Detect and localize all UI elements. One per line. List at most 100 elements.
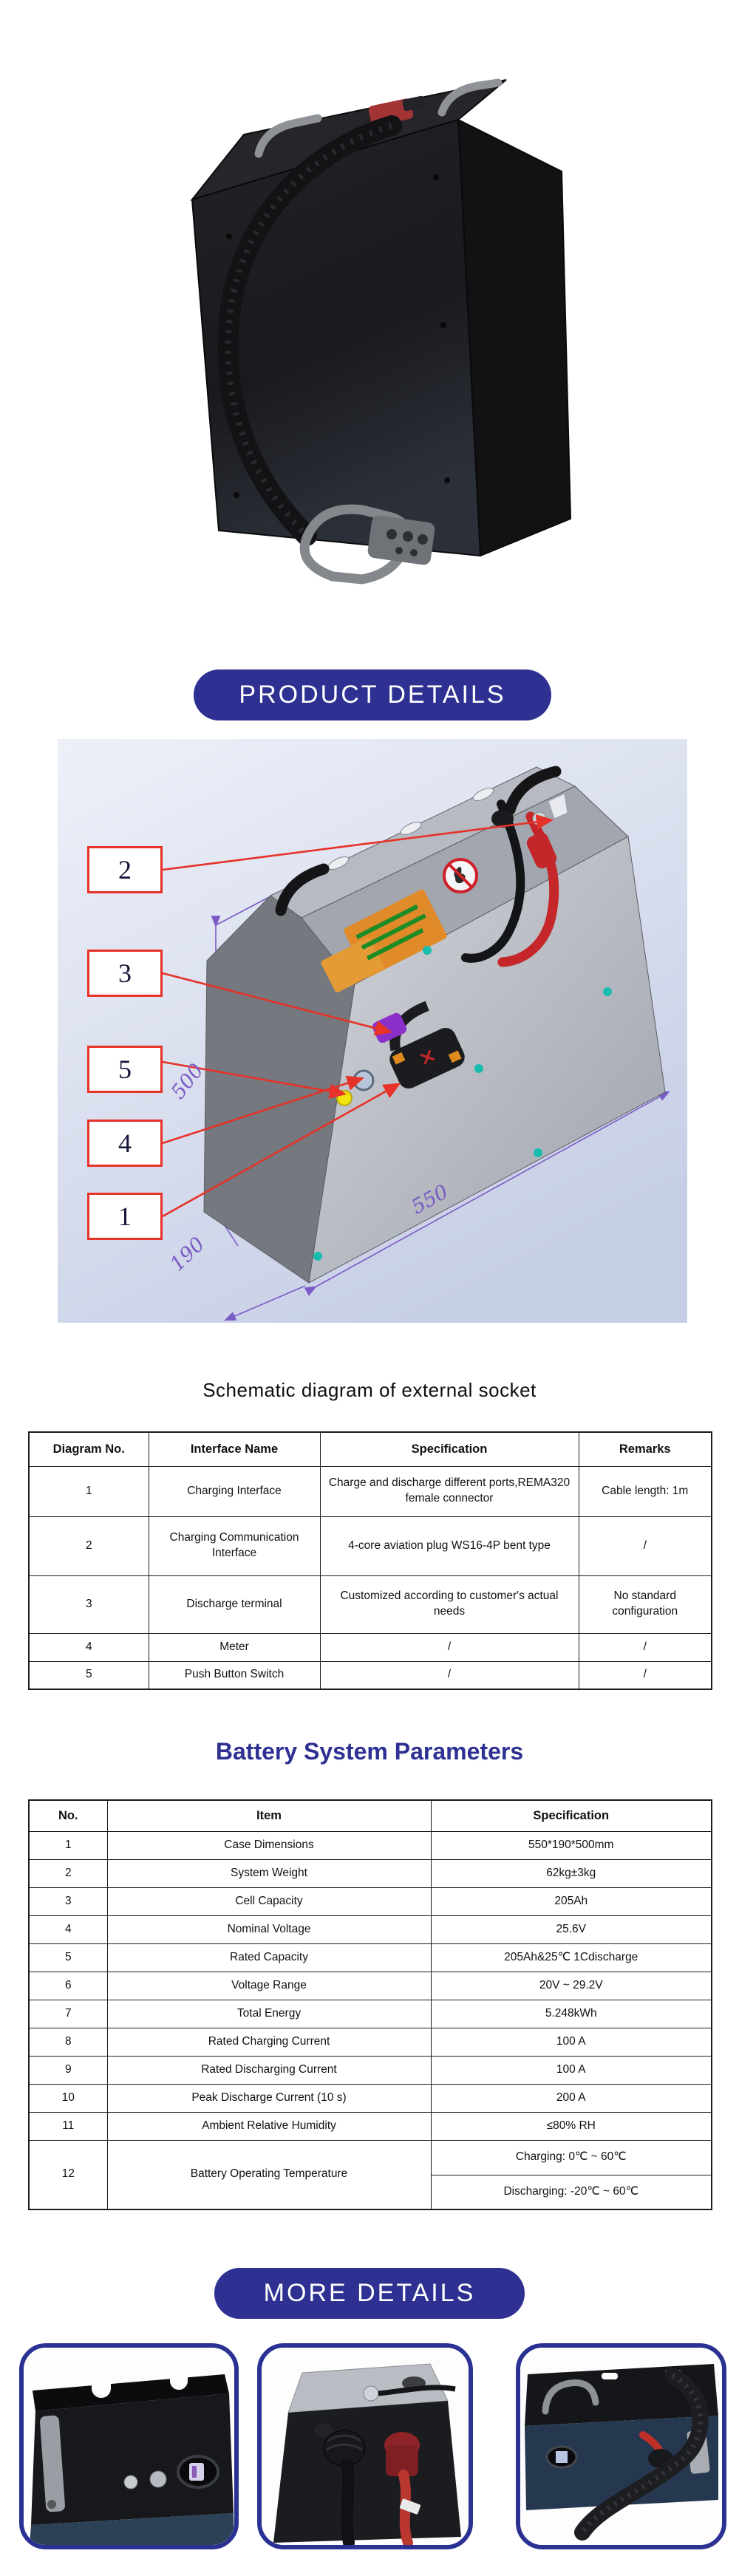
table-row-merged: Discharging: -20℃ ~ 60℃ — [29, 2174, 712, 2210]
socket-table-header-row: Diagram No. Interface Name Specification… — [28, 1431, 712, 1467]
callout-leader-lines — [162, 814, 554, 1218]
product-details-banner-label: PRODUCT DETAILS — [239, 681, 506, 709]
cell: 100 A — [430, 2055, 712, 2085]
table-row: 9 Rated Discharging Current 100 A — [28, 2055, 712, 2085]
table-row: 4 Nominal Voltage 25.6V — [28, 1915, 712, 1944]
callout-label: 5 — [118, 1054, 132, 1084]
table-row: 5 Push Button Switch / / — [28, 1660, 712, 1690]
warning-label — [321, 889, 447, 992]
cell: Charging Communication Interface — [148, 1516, 321, 1576]
cell: Rated Charging Current — [106, 2027, 432, 2057]
cell: / — [578, 1516, 712, 1576]
cell: Case Dimensions — [106, 1830, 432, 1860]
grey-handle — [542, 2379, 599, 2415]
cell: / — [578, 1660, 712, 1690]
cable-label — [399, 2498, 421, 2515]
cell: 20V ~ 29.2V — [430, 1971, 712, 2000]
callout-box-4: 4 — [87, 1120, 163, 1167]
cell: 5 — [28, 1943, 108, 1972]
table-row: 3 Discharge terminal Customized accordin… — [28, 1575, 712, 1634]
cell: Cable length: 1m — [578, 1465, 712, 1517]
cell: 3 — [28, 1887, 108, 1916]
cell: 8 — [28, 2027, 108, 2057]
cell: 205Ah — [430, 1887, 712, 1916]
cell: Discharge terminal — [148, 1575, 321, 1634]
params-section-title: Battery System Parameters — [215, 1738, 524, 1765]
cell: 4 — [28, 1632, 149, 1662]
cell: ≤80% RH — [430, 2111, 712, 2141]
cell: 1 — [28, 1465, 149, 1517]
handle-screw — [47, 2500, 56, 2509]
cell: 4-core aviation plug WS16-4P bent type — [319, 1516, 579, 1576]
cell: 2 — [28, 1516, 149, 1576]
red-terminal-cap — [526, 832, 557, 869]
cell: Charging: 0℃ ~ 60℃ — [430, 2139, 712, 2175]
cell: Charge and discharge different ports,REM… — [319, 1465, 579, 1517]
teal-marker-dots — [313, 946, 612, 1261]
cell: 1 — [28, 1830, 108, 1860]
cell: Rated Discharging Current — [106, 2055, 432, 2085]
table-row: 7 Total Energy 5.248kWh — [28, 1999, 712, 2028]
cable-sleeve-texture — [580, 2373, 704, 2535]
cell: 200 A — [430, 2083, 712, 2113]
panel-bottom-strip — [30, 2513, 234, 2545]
table-row: 1 Case Dimensions 550*190*500mm — [28, 1830, 712, 1860]
more-details-banner-label: MORE DETAILS — [263, 2279, 476, 2307]
callout-box-3: 3 — [87, 950, 163, 997]
product-details-banner: PRODUCT DETAILS — [194, 669, 551, 720]
header-cell: Specification — [319, 1431, 579, 1467]
callout-box-5: 5 — [87, 1046, 163, 1093]
plug-pull-tab — [548, 793, 568, 820]
handle-icons — [275, 766, 562, 916]
cell: Peak Discharge Current (10 s) — [106, 2083, 432, 2113]
cell: Discharging: -20℃ ~ 60℃ — [430, 2174, 712, 2210]
cell: 62kg±3kg — [430, 1858, 712, 1888]
socket-section-title: Schematic diagram of external socket — [202, 1379, 537, 1401]
lifting-handle-icons — [254, 78, 503, 158]
detail-photo-cable-loop — [520, 2348, 722, 2545]
table-row: 4 Meter / / — [28, 1632, 712, 1662]
params-table: No. Item Specification 1 Case Dimensions… — [28, 1799, 712, 2210]
cell: No standard configuration — [578, 1575, 712, 1634]
socket-table: Diagram No. Interface Name Specification… — [28, 1431, 712, 1690]
table-row: 1 Charging Interface Charge and discharg… — [28, 1465, 712, 1517]
no-fire-warning-icon — [443, 858, 478, 893]
cell: 4 — [28, 1915, 108, 1944]
red-connector — [384, 2432, 421, 2545]
cell: Battery Operating Temperature — [106, 2139, 432, 2210]
panel-face — [31, 2393, 234, 2525]
callout-label: 2 — [118, 855, 132, 885]
plate-slot-holes — [327, 787, 494, 870]
black-terminal-cap — [491, 810, 514, 828]
diagram-panel: 2 3 5 4 1 500 550 190 — [58, 739, 687, 1323]
slot — [602, 2373, 618, 2379]
cell: 2 — [28, 1858, 108, 1888]
cell: 3 — [28, 1575, 149, 1634]
silver-handle — [40, 2415, 65, 2512]
cell: Meter — [148, 1632, 321, 1662]
label-text-lines — [355, 904, 426, 961]
callout-label: 3 — [118, 958, 132, 988]
cell: / — [319, 1632, 579, 1662]
table-row: 6 Voltage Range 20V ~ 29.2V — [28, 1971, 712, 2000]
cell: 6 — [28, 1971, 108, 2000]
plug-cable — [378, 2385, 456, 2396]
notch — [92, 2380, 112, 2399]
table-row: 2 System Weight 62kg±3kg — [28, 1858, 712, 1888]
detail-card-1 — [19, 2343, 239, 2549]
cell: Voltage Range — [106, 1971, 432, 2000]
cell: / — [319, 1660, 579, 1690]
battery-body — [525, 2416, 718, 2510]
more-details-banner: MORE DETAILS — [214, 2268, 525, 2319]
callout-box-2: 2 — [87, 846, 163, 893]
meter-bar — [192, 2466, 197, 2478]
cell: 550*190*500mm — [430, 1830, 712, 1860]
header-cell: Remarks — [578, 1431, 712, 1467]
battery-cad-diagram — [58, 739, 687, 1323]
cell: 7 — [28, 1999, 108, 2028]
cell: Charging Interface — [148, 1465, 321, 1517]
small-cap — [314, 2424, 333, 2437]
cell: Cell Capacity — [106, 1887, 432, 1916]
round-button — [123, 2475, 138, 2490]
